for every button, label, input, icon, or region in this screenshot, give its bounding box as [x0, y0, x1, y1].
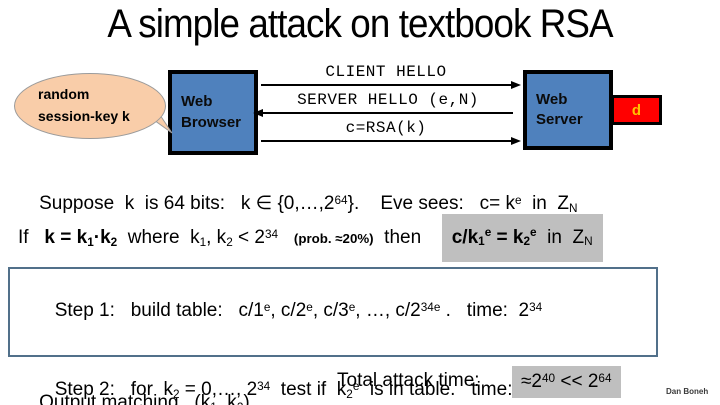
text-segment: 2 [346, 388, 353, 402]
text-segment: in Z [521, 193, 570, 214]
if-line: If k = k1·k2 where k1, k2 < 234 (prob. ≈… [18, 214, 603, 262]
server-hello-arrow [253, 108, 513, 117]
text-segment: e [348, 300, 356, 314]
web-server-label-line: Web [536, 90, 568, 108]
text-segment: , c/2 [270, 300, 307, 321]
text-segment: Step 1: build table: c/1 [54, 300, 264, 321]
author-credit: Dan Boneh [666, 387, 709, 396]
text-segment: << 2 [555, 371, 599, 392]
step1-text: Step 1: build table: c/1e, c/2e, c/3e, …… [55, 300, 543, 321]
text-segment: 2 [110, 236, 118, 250]
text-segment: Output matching (k [39, 392, 211, 405]
private-key-d-box: d [611, 95, 662, 125]
text-segment [278, 227, 294, 248]
text-segment: test if k [270, 379, 347, 400]
text-segment: 64 [334, 193, 348, 207]
web-browser-label-line: Browser [181, 113, 242, 131]
text-segment: e [306, 300, 313, 314]
text-segment: 34 [529, 300, 543, 314]
text-segment: then [373, 227, 432, 248]
text-segment: 2 [523, 234, 531, 248]
text-segment: 1 [87, 236, 94, 250]
text-segment: , k [216, 392, 237, 405]
server-hello-label: SERVER HELLO (e,N) [297, 91, 479, 109]
text-segment: . time: 2 [440, 300, 530, 321]
web-browser-label-line: Web [181, 93, 213, 111]
text-segment: ≈2 [521, 371, 542, 392]
text-segment: e [352, 379, 360, 393]
text-segment: 2 [172, 388, 180, 402]
text-segment: , k [206, 227, 227, 248]
arrowhead-left-icon [253, 108, 263, 117]
text-segment: 2 [226, 236, 233, 250]
text-segment: }. Eve sees: c= k [347, 193, 515, 214]
step1-line: Step 1: build table: c/1e, c/2e, c/3e, …… [23, 278, 656, 344]
text-segment: 1 [478, 234, 485, 248]
text-segment: e [530, 226, 537, 240]
client-hello-label: CLIENT HELLO [325, 63, 447, 81]
text-segment: If [18, 227, 45, 248]
text-segment: 34e [420, 300, 441, 314]
web-server-box: Web Server [523, 70, 613, 150]
text-segment: Suppose k is 64 bits: k ∈ {0,…,2 [39, 193, 335, 214]
text-segment: Step 2: for k [54, 379, 173, 400]
text-segment: < 2 [232, 227, 265, 248]
text-segment: c/k [451, 227, 479, 248]
client-hello-arrow [261, 80, 521, 89]
text-segment: e [484, 226, 492, 240]
private-key-d-label: d [631, 101, 642, 119]
web-browser-box: Web Browser [168, 70, 258, 155]
text-segment: ·k [93, 227, 111, 248]
text-segment: = k [491, 227, 524, 248]
bubble-text-line: session-key k [38, 107, 130, 124]
highlight-total-time: ≈240 << 264 [512, 366, 621, 398]
suppose-line: Suppose k is 64 bits: k ∈ {0,…,264}. Eve… [18, 170, 578, 237]
web-server-label-line: Server [536, 111, 583, 128]
text-segment: , c/3 [312, 300, 349, 321]
ciphertext-arrow [261, 136, 521, 145]
arrowhead-right-icon [511, 136, 521, 145]
total-time-value: ≈240 << 264 [521, 371, 612, 393]
steps-box: Step 1: build table: c/1e, c/2e, c/3e, …… [8, 267, 658, 401]
text-segment: 1 [210, 401, 217, 405]
text-segment: = 0,…, 2 [179, 379, 258, 400]
page-title: A simple attack on textbook RSA [107, 2, 613, 46]
step2-text: Step 2: for k2 = 0,…, 234 test if k2e is… [54, 379, 542, 402]
text-segment: where k [117, 227, 200, 248]
text-segment: k = k [44, 227, 88, 248]
ciphertext-label: c=RSA(k) [345, 119, 427, 137]
bubble-text-line: random [38, 86, 90, 102]
text-segment: N [584, 234, 593, 248]
text-segment: 34 [264, 227, 279, 241]
suppose-text: Suppose k is 64 bits: k ∈ {0,…,264}. Eve… [39, 193, 578, 216]
text-segment: 64 [598, 371, 612, 385]
output-text: Output matching (k1, k2). [39, 392, 255, 405]
if-text: If k = k1·k2 where k1, k2 < 234 (prob. ≈… [18, 227, 432, 249]
arrowhead-right-icon [511, 80, 521, 89]
text-segment: N [569, 202, 578, 216]
total-time-label: Total attack time: [337, 370, 480, 391]
text-segment: in Z [536, 227, 585, 248]
output-line: Output matching (k1, k2). [18, 370, 255, 405]
text-segment: 34 [257, 379, 271, 393]
text-segment: 1 [199, 236, 207, 250]
speech-bubble-random-session-key: random session-key k [14, 73, 166, 139]
text-segment: e [263, 300, 271, 314]
text-segment: 40 [542, 371, 556, 385]
text-segment: ). [243, 392, 255, 405]
text-segment: e [514, 193, 522, 207]
text-segment: 2 [237, 401, 244, 405]
text-segment: (prob. ≈20%) [293, 231, 374, 246]
step2-line: Step 2: for k2 = 0,…, 234 test if k2e is… [23, 357, 656, 405]
text-segment: , …, c/2 [355, 300, 421, 321]
